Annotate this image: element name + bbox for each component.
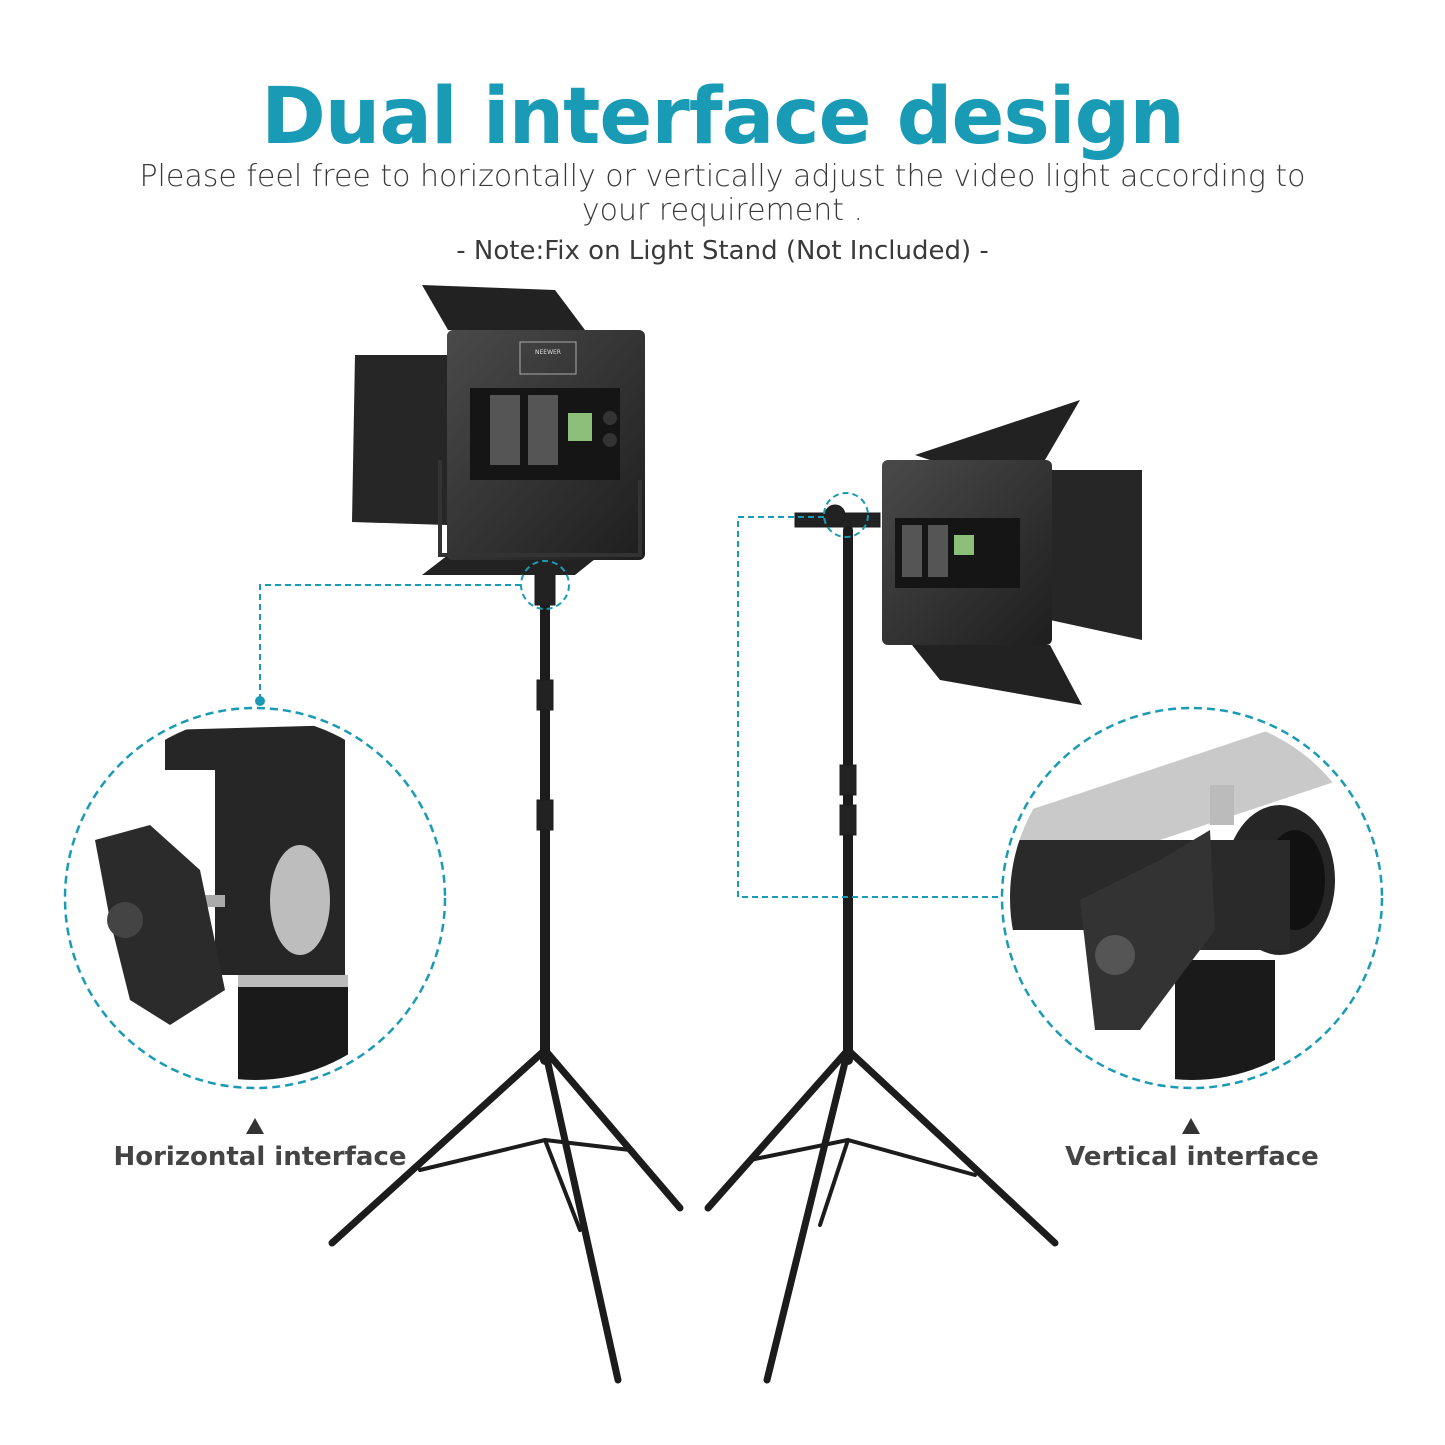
horizontal-interface-label: Horizontal interface [113,1142,407,1172]
right-led-panel [882,400,1142,705]
subtitle: Please feel free to horizontally or vert… [139,159,1306,228]
callout-connectors [259,492,1000,898]
vertical-interface-label: Vertical interface [1065,1142,1319,1172]
vertical-interface-closeup [1000,706,1384,1090]
right-light-stand [704,504,1059,1384]
connector-dot [255,696,265,706]
left-led-panel: NEEWER [352,285,645,575]
page-title: Dual interface design [261,72,1185,162]
horizontal-interface-closeup [63,706,447,1090]
note: - Note:Fix on Light Stand (Not Included)… [456,236,989,266]
triangle-up-icon [1182,1118,1200,1134]
brand-logo: NEEWER [535,349,561,356]
left-light-stand [328,559,684,1384]
triangle-up-icon [246,1118,264,1134]
